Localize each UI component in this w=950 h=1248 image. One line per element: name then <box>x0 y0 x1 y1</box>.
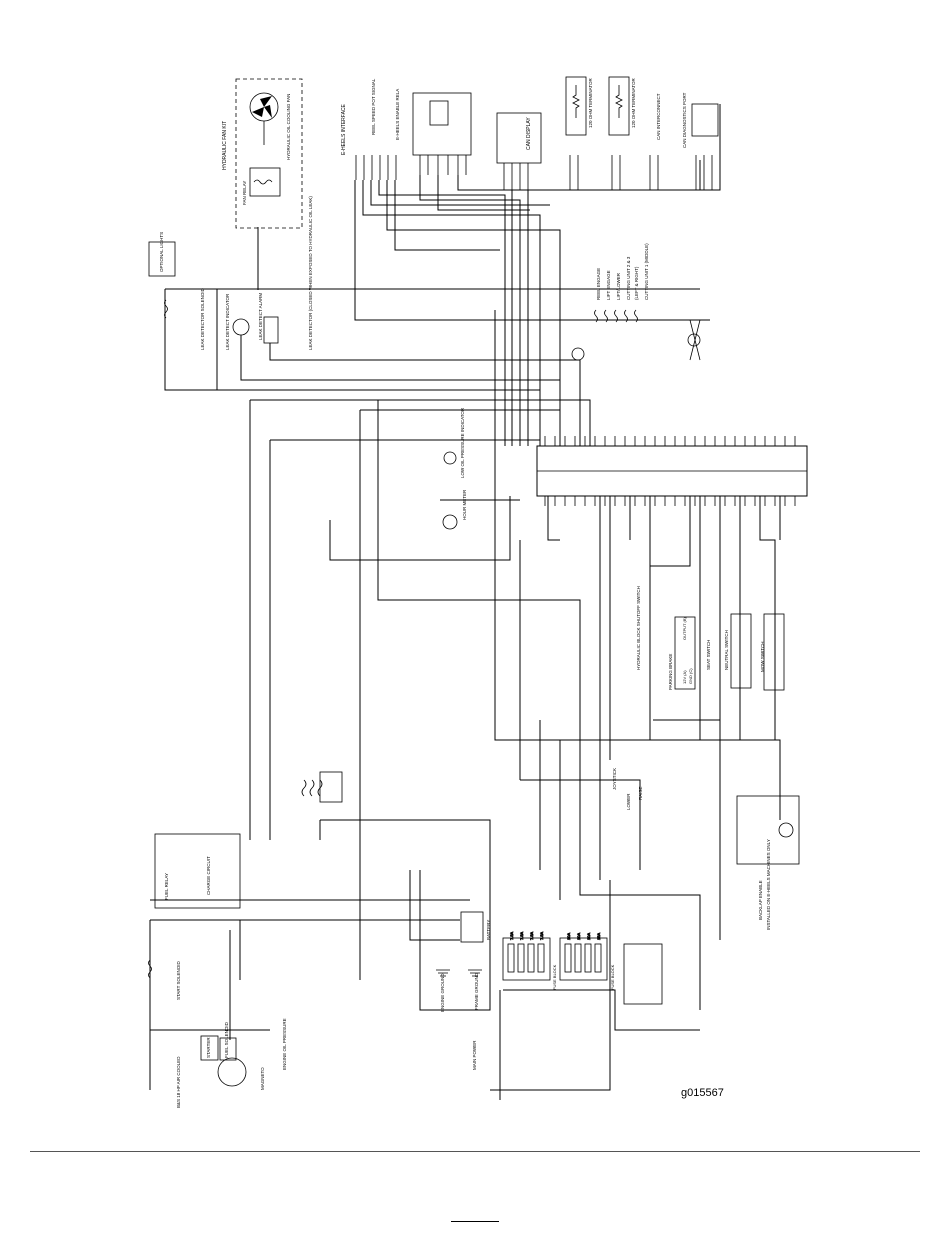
lift-lower-label: LIFT/LOWER <box>616 272 621 300</box>
cutting-unit-mid-label: CUTTING UNIT 1 (MIDDLE) <box>644 243 649 300</box>
eheels-enable-relay-label: E-HEELS ENABLE RELA <box>395 89 400 140</box>
fuse-rating-label: 7.5A <box>509 931 514 940</box>
hydraulic-block-label: HYDRAULIC BLOCK SHUTOFF SWITCH <box>636 586 641 670</box>
can-interconnect-label: CAN INTERCONNECT <box>656 93 661 140</box>
hour-meter-icon <box>442 514 458 530</box>
switch-12v-label: 12V (A) <box>682 670 687 684</box>
engine-icon <box>217 1057 247 1087</box>
battery-label: BATTERY <box>486 920 491 940</box>
fuse <box>537 943 545 973</box>
fuse-block-b-label: FUSE BLOCK <box>610 964 615 990</box>
fuse <box>574 943 582 973</box>
can-network: CAN DISPLAY 120 OHM TERMINATOR 120 OHM T… <box>496 76 719 190</box>
starter-label: STARTER <box>206 1037 211 1058</box>
can-display <box>496 112 542 164</box>
fuse-block-a-label: FUSE BLOCK <box>552 964 557 990</box>
fuse <box>564 943 572 973</box>
fuse <box>594 943 602 973</box>
can-diag-port-label: CAN DIAGNOSTICS PORT <box>682 92 687 148</box>
fuse-rating-label: 7.5A <box>529 931 534 940</box>
fuse-rating-label: 15A <box>596 933 601 940</box>
fuse-rating-label: 7.5A <box>519 931 524 940</box>
backlap-enable-label: BACKLAP ENABLE <box>758 880 763 920</box>
reel-engage-label: REEL ENGAGE <box>596 268 601 300</box>
leak-detect-alarm-label: LEAK DETECT ALARM <box>258 293 263 340</box>
figure-id: g015567 <box>681 1087 724 1099</box>
hyd-oil-fan-label: HYDRAULIC OIL COOLING FAN <box>286 94 291 160</box>
neutral-switch-label: NEUTRAL SWITCH <box>724 630 729 670</box>
leak-detect-group: OPTIONAL LIGHTS LEAK DETECTOR SOLENOID L… <box>148 196 313 350</box>
fuse <box>584 943 592 973</box>
fuel-solenoid-label: FUEL SOLENOID <box>224 1021 229 1058</box>
main-power-label: MAIN POWER <box>472 1040 477 1070</box>
oil-pressure-lamp-icon <box>443 451 457 465</box>
battery-icon <box>460 911 484 943</box>
cutting-unit-23-label: CUTTING UNIT 2 & 3 <box>626 256 631 300</box>
lift-engage-label: LIFT ENGAGE <box>606 270 611 300</box>
engine-oil-pressure-label: ENGINE OIL PRESSURE <box>282 1018 287 1070</box>
footer-rule <box>451 1221 499 1222</box>
engine-label: B&S 18 HP AIR COOLED <box>176 1056 181 1108</box>
wiring-harness <box>149 104 781 1100</box>
leak-detect-indicator-label: LEAK DETECT INDICATOR <box>225 293 230 350</box>
page-separator <box>30 1151 920 1152</box>
leak-indicator-lamp-icon <box>232 318 250 336</box>
fuse-rating-label: 10A <box>566 933 571 940</box>
fuse-rating-label: 10A <box>576 933 581 940</box>
can-bus-wires <box>570 189 706 361</box>
indicators: LOW OIL PRESSURE INDICATOR HOUR METER <box>442 407 467 530</box>
frame-ground-label: FRAME GROUND <box>474 972 479 1010</box>
mow-switch-label: MOW SWITCH <box>760 642 765 673</box>
magneto-label: MAGNETO <box>260 1067 265 1090</box>
switch-gnd-label: GND (C) <box>688 668 693 684</box>
eheels-interface-label: E-HEELS INTERFACE <box>341 103 347 155</box>
cutting-unit-lr-label: (LEFT & RIGHT) <box>634 266 639 300</box>
fuse <box>507 943 515 973</box>
fan-relay-label: FAN RELAY <box>242 181 247 205</box>
engine-ground-label: ENGINE GROUND <box>440 973 445 1012</box>
fuse <box>527 943 535 973</box>
operator-switches: HYDRAULIC BLOCK SHUTOFF SWITCH PARKING B… <box>636 586 785 691</box>
fuse-rating-label: 10A <box>586 933 591 940</box>
can-term-1-label: 120 OHM TERMINATOR <box>588 77 593 128</box>
charge-circuit-label: CHARGE CIRCUIT <box>206 856 211 895</box>
can-term-2-label: 120 OHM TERMINATOR <box>631 77 636 128</box>
can-display-label: CAN DISPLAY <box>526 117 532 150</box>
power-section: BATTERY FRAME GROUND ENGINE GROUND 7.5A 7… <box>436 911 663 1070</box>
reel-speed-pot-label: REEL SPEED POT SIGNAL <box>371 78 376 135</box>
start-solenoid-label: START SOLENOID <box>176 960 181 1000</box>
seat-switch-label: SEAT SWITCH <box>706 640 711 670</box>
fuse <box>517 943 525 973</box>
controller-module <box>536 436 808 506</box>
leak-detector-switch-label: LEAK DETECTOR (CLOSED WHEN EXPOSED TO HY… <box>308 196 313 350</box>
engine-section: FUEL RELAY CHARGE CIRCUIT START SOLENOID… <box>148 771 343 1108</box>
switch-output-label: OUTPUT (B) <box>682 617 687 640</box>
backlap-note-label: INSTALLED ON E-HEELS MACHINES ONLY <box>766 839 771 930</box>
hour-meter-label: HOUR METER <box>462 489 467 520</box>
optional-lights-label: OPTIONAL LIGHTS <box>159 232 164 272</box>
leak-detector-solenoid-label: LEAK DETECTOR SOLENOID <box>200 287 205 350</box>
lower-label: LOWER <box>626 793 631 810</box>
hyd-fan-kit-label: HYDRAULIC FAN KIT <box>222 121 228 170</box>
joystick-label: JOYSTICK <box>612 768 617 790</box>
low-oil-pressure-label: LOW OIL PRESSURE INDICATOR <box>460 407 465 478</box>
fuel-relay-label: FUEL RELAY <box>164 873 169 900</box>
valve-coils: REEL ENGAGE LIFT ENGAGE LIFT/LOWER CUTTI… <box>571 243 701 361</box>
fuse-rating-label: 7.5A <box>539 931 544 940</box>
parking-brake-label: PARKING BRAKE <box>668 654 673 690</box>
hydraulic-fan-kit: HYDRAULIC FAN KIT HYDRAULIC OIL COOLING … <box>222 78 303 229</box>
eheels-interface: E-HEELS INTERFACE REEL SPEED POT SIGNAL … <box>341 78 472 180</box>
